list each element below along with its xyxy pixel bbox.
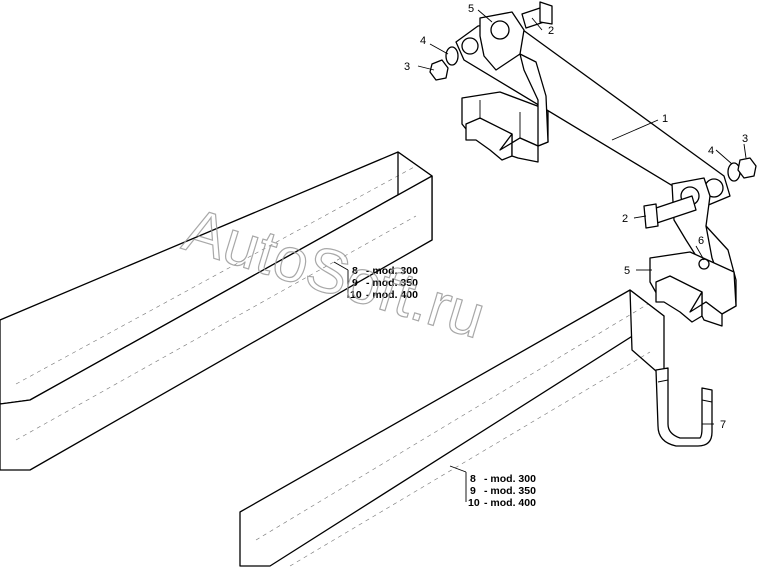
hardware-lower: [727, 157, 757, 182]
callout-leaders: [333, 9, 747, 502]
legend-lower: 8 - mod. 300 9 - mod. 350 10 - mod. 400: [468, 473, 536, 509]
legend-lower-num-1: 8: [470, 473, 476, 485]
callout-4-lower: 4: [708, 145, 714, 157]
legend-upper-text-3: - mod. 400: [366, 289, 418, 301]
channel-bracket-lower: [649, 251, 737, 327]
nut-lower: [737, 157, 757, 179]
callout-3-lower: 3: [742, 133, 748, 145]
frame-rail-lower: [239, 289, 665, 567]
callout-7: 7: [720, 419, 726, 431]
legend-upper-num-1: 8: [352, 265, 358, 277]
legend-lower-num-2: 9: [470, 485, 476, 497]
legend-upper-text-1: - mod. 300: [366, 265, 418, 277]
callout-5-lower: 5: [624, 265, 630, 277]
legend-upper-num-2: 9: [352, 277, 358, 289]
callout-3-upper: 3: [404, 61, 410, 73]
callout-1: 1: [662, 113, 668, 125]
callout-6: 6: [698, 235, 704, 247]
callout-2-lower: 2: [622, 213, 628, 225]
washer-upper: [445, 46, 459, 66]
callout-labels: 5 2 4 3 1 3 4 2 6 5 7: [404, 3, 748, 431]
nut-upper: [429, 59, 449, 81]
legend-lower-text-2: - mod. 350: [484, 485, 536, 497]
bolt-lower: [643, 195, 697, 229]
bolt-upper: [521, 1, 553, 29]
side-plate-upper-hole: [490, 20, 510, 40]
legend-lower-text-1: - mod. 300: [484, 473, 536, 485]
legend-upper: 8 - mod. 300 9 - mod. 350 10 - mod. 400: [350, 265, 418, 301]
channel-bracket-upper: [461, 91, 549, 163]
frame-rail-upper: [0, 151, 433, 471]
legend-lower-text-3: - mod. 400: [484, 497, 536, 509]
legend-upper-num-3: 10: [350, 289, 362, 301]
plate-hole-upper: [461, 37, 479, 55]
nut-6: [698, 258, 710, 270]
u-bolt: [655, 367, 713, 447]
legend-lower-num-3: 10: [468, 497, 480, 509]
callout-4-upper: 4: [420, 35, 426, 47]
callout-5-upper: 5: [468, 3, 474, 15]
legend-upper-text-2: - mod. 350: [366, 277, 418, 289]
callout-2-upper: 2: [548, 25, 554, 37]
side-plate-upper: [479, 11, 549, 147]
hardware-upper: [429, 46, 459, 81]
